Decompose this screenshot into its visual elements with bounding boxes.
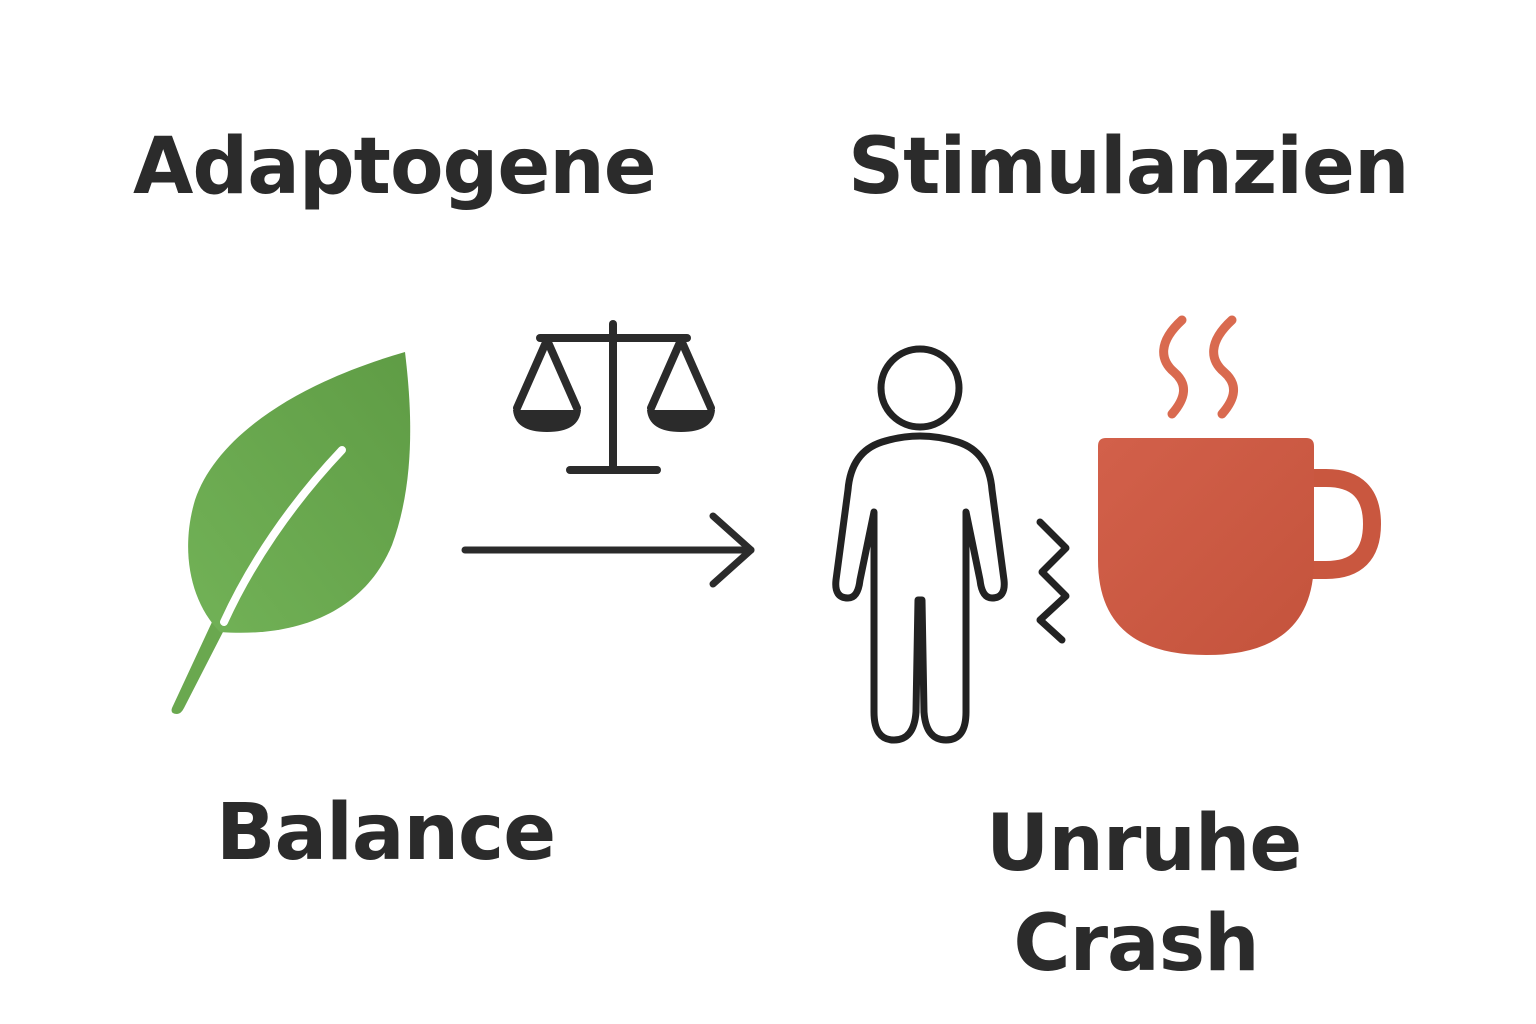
stimulanzien-title: Stimulanzien	[848, 122, 1409, 212]
balance-label: Balance	[216, 788, 556, 878]
unruhe-label: Unruhe	[986, 799, 1302, 889]
leaf-icon	[171, 352, 411, 714]
arrow-right-icon	[461, 512, 755, 588]
crash-label: Crash	[1013, 899, 1259, 989]
balance-scale-icon	[513, 320, 715, 474]
adaptogene-title: Adaptogene	[133, 122, 657, 212]
person-icon	[832, 345, 1008, 744]
zigzag-jitter-icon	[1036, 518, 1070, 644]
hot-coffee-cup-icon	[1098, 315, 1382, 655]
stimulant-effects: Unruhe Crash	[986, 794, 1302, 994]
